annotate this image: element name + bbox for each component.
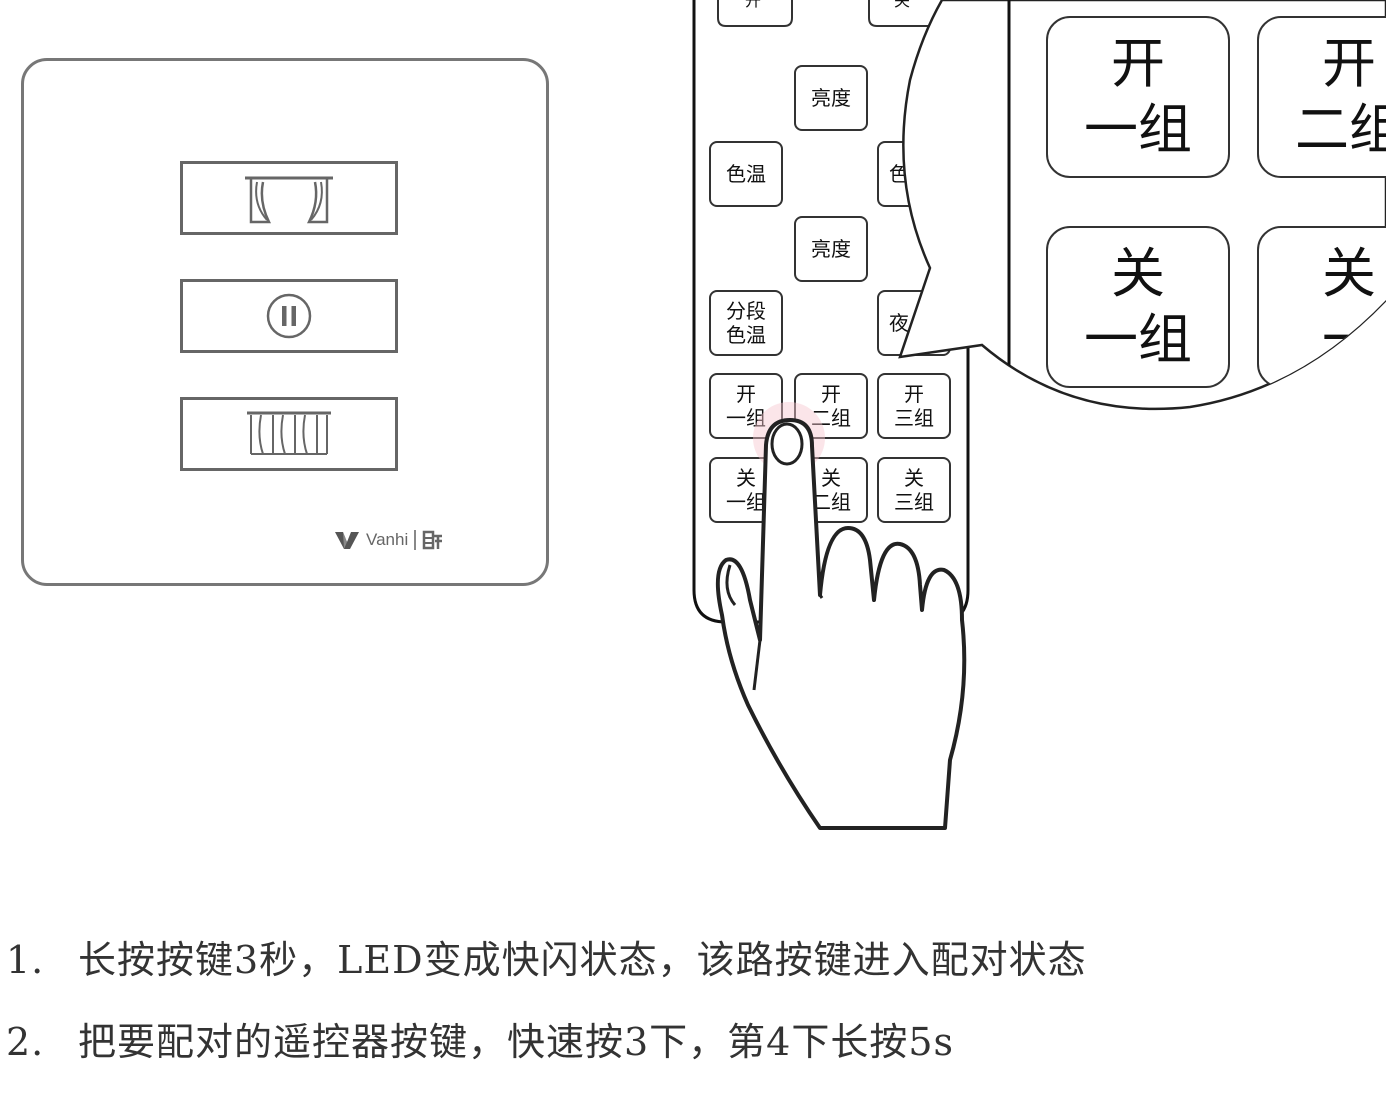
curtain-close-key[interactable] bbox=[180, 397, 398, 471]
curtain-open-key[interactable] bbox=[180, 161, 398, 235]
color-temp-button[interactable]: 色温 bbox=[709, 141, 783, 207]
svg-text:关: 关 bbox=[894, 0, 910, 10]
brand-divider bbox=[414, 530, 417, 550]
zoom-on-group-1-button: 开 一组 bbox=[1046, 16, 1230, 178]
instruction-step-2: 2. 把要配对的遥控器按键，快速按3下，第4下长按5s bbox=[6, 1016, 1376, 1068]
on-group-2-button[interactable]: 开 二组 bbox=[794, 373, 868, 439]
curtain-open-icon bbox=[245, 176, 333, 224]
instruction-list: 1. 长按按键3秒，LED变成快闪状态，该路按键进入配对状态 2. 把要配对的遥控器… bbox=[6, 934, 1376, 1098]
on-group-3-button[interactable]: 开 三组 bbox=[877, 373, 951, 439]
brightness-button-1[interactable]: 亮度 bbox=[794, 65, 868, 131]
svg-text:开: 开 bbox=[745, 0, 761, 10]
off-group-3-button[interactable]: 关 三组 bbox=[877, 457, 951, 523]
zoom-off-group-1-button: 关 一组 bbox=[1046, 226, 1230, 388]
step-text: 把要配对的遥控器按键，快速按3下，第4下长按5s bbox=[78, 1020, 955, 1064]
segment-color-temp-button[interactable]: 分段 色温 bbox=[709, 290, 783, 356]
step-text: 长按按键3秒，LED变成快闪状态，该路按键进入配对状态 bbox=[78, 938, 1087, 982]
brand-mark-icon bbox=[422, 530, 443, 550]
brand-name: Vanhi bbox=[366, 530, 409, 549]
on-group-1-button[interactable]: 开 一组 bbox=[709, 373, 783, 439]
brightness-button-2[interactable]: 亮度 bbox=[794, 216, 868, 282]
step-number: 2. bbox=[6, 1020, 45, 1064]
zoom-on-group-2-button: 开 二组 bbox=[1257, 16, 1386, 178]
vanhi-logo-icon bbox=[335, 532, 359, 549]
pause-key[interactable] bbox=[180, 279, 398, 353]
hand-pressing-icon bbox=[715, 402, 967, 830]
magnifier-content: 开 一组 开 二组 关 一组 关 一 bbox=[0, 0, 1386, 840]
brand-area: Vanhi bbox=[334, 525, 444, 555]
curtain-closed-icon bbox=[247, 411, 331, 455]
instruction-step-1: 1. 长按按键3秒，LED变成快闪状态，该路按键进入配对状态 bbox=[6, 934, 1376, 986]
step-number: 1. bbox=[6, 938, 45, 982]
remote-illustration: 开 关 亮度 色温 色 亮度 分段 色温 夜 开 一组 开 二组 开 三组 关 … bbox=[0, 0, 1386, 840]
wall-switch-panel: Vanhi bbox=[21, 58, 549, 586]
pause-icon bbox=[266, 293, 312, 339]
